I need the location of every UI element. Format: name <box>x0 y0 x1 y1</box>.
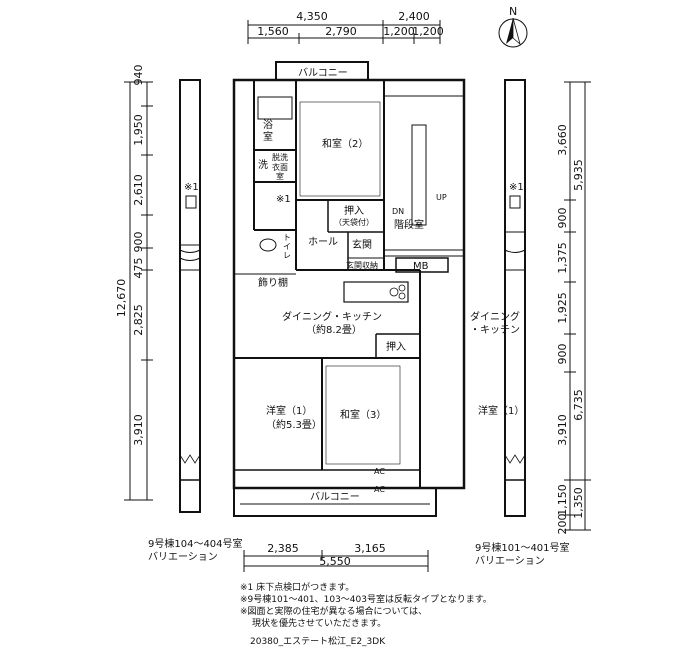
dressing-label-1: 洗 <box>280 152 288 162</box>
right-variation-mark: ※1 <box>509 182 524 193</box>
dim-bottom-detail-2: 3,165 <box>354 542 386 555</box>
north-compass-icon <box>498 17 528 48</box>
dim-right-detail-6: 3,910 <box>556 414 569 446</box>
toilet-label-3: レ <box>283 251 291 260</box>
dim-left-3: 2,610 <box>132 174 145 206</box>
oshiire-top-sub-label: （天袋付） <box>334 217 374 227</box>
bath-label-1: 浴 <box>263 119 273 131</box>
genkan-label: 玄関 <box>352 238 372 251</box>
toilet-label-2: イ <box>283 242 291 251</box>
dim-left-6: 2,825 <box>132 304 145 336</box>
right-dimensions <box>564 81 591 531</box>
left-variation-caption-line1: 9号棟104～404号室 <box>148 539 243 550</box>
notes-block: ※1 床下点検口がつきます。 ※9号棟101～401、103～403号室は反転タ… <box>240 582 492 630</box>
note-4: 現状を優先させていただきます。 <box>252 619 387 629</box>
washitsu3-label: 和室（3） <box>340 408 386 421</box>
dk-area-label: （約8.2畳） <box>306 323 362 336</box>
bath-label-2: 室 <box>263 130 273 143</box>
balcony-top-label: バルコニー <box>298 67 348 79</box>
mb-label: MB <box>413 261 429 272</box>
right-variation-dk-line1: ダイニング <box>470 310 520 323</box>
left-dimensions <box>124 81 153 501</box>
right-variation-caption-line1: 9号棟101～401号室 <box>475 543 570 554</box>
stairs-down-label: DN <box>392 207 404 216</box>
ac-label-2: AC <box>374 485 385 494</box>
dim-left-5: 475 <box>132 258 145 279</box>
main-plan-walls <box>232 61 466 517</box>
dressing-label-4: 衣 <box>272 162 280 172</box>
left-variation-caption: 9号棟104～404号室 バリエーション <box>148 538 243 564</box>
left-variation-plan <box>179 79 201 513</box>
dressing-label-2: 面 <box>280 163 288 172</box>
oshiire-mid-label: 押入 <box>386 340 406 353</box>
dim-left-total: 12,670 <box>115 279 128 318</box>
dim-top-detail-4: 1,200 <box>412 25 444 38</box>
compass-label: N <box>509 5 517 18</box>
wash-label: 洗 <box>258 159 268 171</box>
stairs-up-label: UP <box>436 193 447 202</box>
dim-top-detail-1: 1,560 <box>257 25 289 38</box>
washitsu2-label: 和室（2） <box>322 137 368 150</box>
dim-left-1: 940 <box>132 65 145 86</box>
stairs-label: 階段室 <box>394 218 424 231</box>
right-variation-plan <box>504 79 526 517</box>
dim-right-detail-2: 900 <box>556 208 569 229</box>
dim-right-detail-1: 3,660 <box>556 124 569 156</box>
balcony-bottom-label: バルコニー <box>310 491 360 503</box>
dressing-label-3: 脱 <box>272 152 280 162</box>
dim-right-detail-5: 900 <box>556 344 569 365</box>
kazaridana-label: 飾り棚 <box>258 276 288 289</box>
dim-right-detail-4: 1,925 <box>556 292 569 324</box>
oshiire-top-label: 押入 <box>344 204 364 217</box>
floor-hatch-mark: ※1 <box>276 194 291 205</box>
dim-right-detail-8: 1,350 <box>572 487 585 519</box>
footer-id: 20380_エステート松江_E2_3DK <box>250 637 386 647</box>
dim-bottom-total: 5,550 <box>319 555 351 568</box>
dim-left-4: 900 <box>132 232 145 253</box>
dim-top-detail-2: 2,790 <box>325 25 357 38</box>
dim-right-detail-7: 1,150 <box>556 484 569 516</box>
dim-right-detail-9: 200 <box>556 514 569 535</box>
dim-left-2: 1,950 <box>132 114 145 146</box>
yoshitsu1-label: 洋室（1） <box>266 404 312 417</box>
dim-top-1: 4,350 <box>296 10 328 23</box>
note-1: ※1 床下点検口がつきます。 <box>240 583 355 593</box>
dim-right-total-2: 6,735 <box>572 389 585 421</box>
right-variation-caption-line2: バリエーション <box>475 556 545 567</box>
dim-left-7: 3,910 <box>132 414 145 446</box>
right-variation-yoshitsu: 洋室（1） <box>478 404 524 417</box>
left-variation-caption-line2: バリエーション <box>148 552 218 563</box>
note-2: ※9号棟101～401、103～403号室は反転タイプとなります。 <box>240 595 492 605</box>
left-variation-mark: ※1 <box>184 182 199 193</box>
yoshitsu1-area-label: （約5.3畳） <box>266 418 322 431</box>
ac-label-1: AC <box>374 467 385 476</box>
note-3: ※図面と実際の住宅が異なる場合については、 <box>240 607 428 617</box>
dk-label: ダイニング・キッチン <box>282 310 382 323</box>
dim-top-2: 2,400 <box>398 10 430 23</box>
top-dimensions <box>247 20 441 44</box>
dressing-label-5: 室 <box>276 171 284 181</box>
hall-label: ホール <box>308 236 338 248</box>
right-variation-caption: 9号棟101～401号室 バリエーション <box>475 542 570 568</box>
bottom-dimensions <box>243 550 429 572</box>
right-variation-dk-line2: ・キッチン <box>470 324 520 336</box>
dim-top-detail-3: 1,200 <box>383 25 415 38</box>
dim-bottom-detail-1: 2,385 <box>267 542 299 555</box>
dim-right-detail-3: 1,375 <box>556 242 569 274</box>
toilet-label-1: ト <box>283 233 291 242</box>
dim-right-total-1: 5,935 <box>572 159 585 191</box>
genkan-storage-label: 玄関収納 <box>346 260 378 270</box>
